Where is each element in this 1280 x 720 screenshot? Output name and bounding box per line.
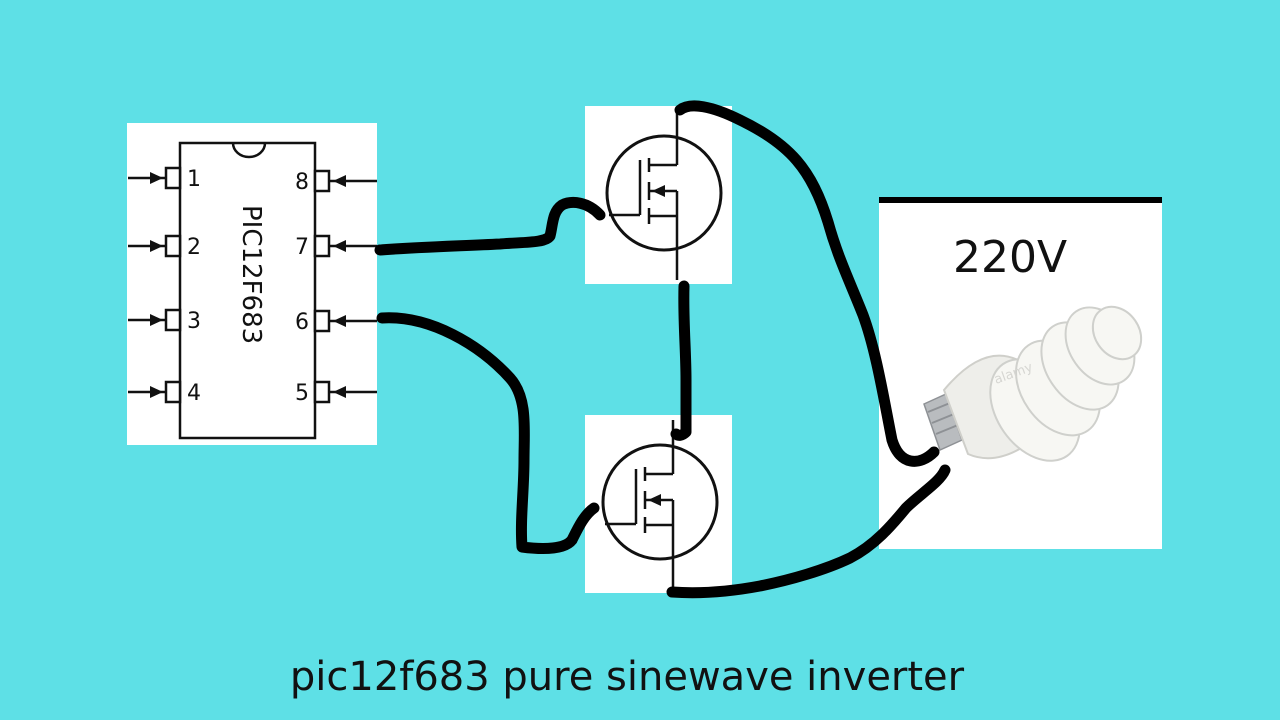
voltage-label: 220V [953, 232, 1067, 283]
chip-right-pins [313, 169, 377, 404]
wire-pin7-to-top-gate [374, 197, 606, 256]
wire-midpoint-link [670, 280, 692, 441]
chip-name-label: PIC12F683 [236, 205, 266, 344]
ic-chip-icon: 1 2 3 4 8 7 6 5 PIC12F683 [127, 123, 377, 445]
pin-7-label: 7 [295, 235, 309, 260]
pin-1-label: 1 [187, 167, 201, 192]
pin-2-label: 2 [187, 235, 201, 260]
wire-bottom-source-to-bulb [666, 464, 951, 599]
pin-3-label: 3 [187, 309, 201, 334]
pin-6-label: 6 [295, 310, 309, 335]
chip-notch [231, 142, 267, 159]
pin-5-label: 5 [295, 381, 309, 406]
mosfet-icon [585, 106, 732, 284]
diagram-caption: pic12f683 pure sinewave inverter [290, 654, 965, 700]
wire-pin6-to-bottom-gate [376, 312, 600, 554]
wiring [374, 100, 951, 599]
pin-4-label: 4 [187, 381, 201, 406]
mosfet-icon [585, 415, 732, 593]
chip-body [178, 141, 317, 440]
cfl-bulb-icon: alamy [923, 305, 1143, 462]
pin-8-label: 8 [295, 170, 309, 195]
wire-top-drain-to-bulb [674, 100, 940, 467]
chip-left-pins [128, 166, 182, 404]
